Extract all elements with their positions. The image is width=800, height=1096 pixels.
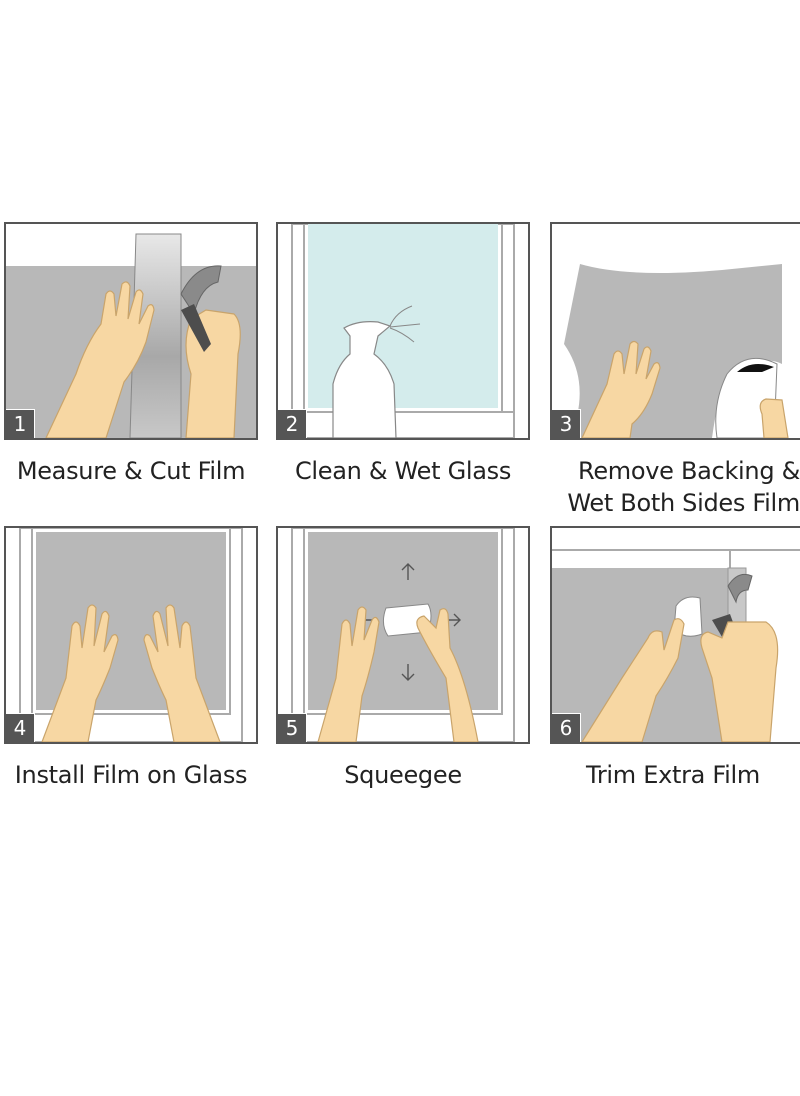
step-6-illustration bbox=[552, 549, 800, 742]
step-4-illustration bbox=[19, 528, 243, 742]
step-4-panel: 4 bbox=[4, 526, 258, 744]
step-2-illustration bbox=[291, 224, 515, 438]
step-1-caption: Measure & Cut Film bbox=[16, 457, 246, 485]
step-6-number: 6 bbox=[552, 713, 581, 742]
step-5-number: 5 bbox=[278, 713, 307, 742]
step-2-panel: 2 bbox=[276, 222, 530, 440]
step-2-caption: Clean & Wet Glass bbox=[294, 457, 512, 485]
step-6-caption: Trim Extra Film bbox=[586, 761, 760, 789]
step-3-number: 3 bbox=[552, 409, 581, 438]
step-5-panel: 5 bbox=[276, 526, 530, 744]
step-4-caption: Install Film on Glass bbox=[14, 761, 248, 789]
step-3-panel: 3 bbox=[550, 222, 800, 440]
step-5-caption: Squeegee bbox=[344, 761, 462, 789]
step-3-caption: Remove Backing & Wet Both Sides Film bbox=[567, 457, 800, 517]
step-1-illustration bbox=[6, 233, 256, 438]
step-3-illustration bbox=[564, 264, 789, 438]
step-5-illustration bbox=[291, 528, 515, 742]
step-4-number: 4 bbox=[6, 713, 35, 742]
step-6-panel: 6 bbox=[550, 526, 800, 744]
step-1-number: 1 bbox=[6, 409, 35, 438]
step-2-number: 2 bbox=[278, 409, 307, 438]
step-1-panel: 1 bbox=[4, 222, 258, 440]
